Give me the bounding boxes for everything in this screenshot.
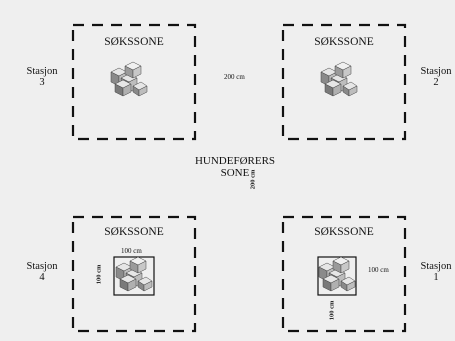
station-3-number: 3 (14, 77, 70, 88)
station-4-label: Stasjon 4 (14, 261, 70, 283)
zone-2-title: SØKSSONE (284, 36, 404, 48)
station-4-number: 4 (14, 272, 70, 283)
station-3-label: Stasjon 3 (14, 66, 70, 88)
cubes-icon (116, 257, 152, 291)
box1-width-dimension: 100 cm (368, 267, 389, 274)
handler-zone-line2: SONE (175, 168, 295, 180)
station-1-number: 1 (408, 272, 455, 283)
handler-zone-line1: HUNDEFØRERS (175, 156, 295, 168)
vertical-gap-dimension: 200 cm (250, 170, 257, 190)
station-1-label: Stasjon 1 (408, 261, 455, 283)
box4-width-dimension: 100 cm (121, 248, 142, 255)
cubes-icon (321, 62, 357, 96)
station-4-word: Stasjon (14, 261, 70, 272)
station-2-number: 2 (408, 77, 455, 88)
cubes-icon (319, 257, 355, 291)
cubes-icon (111, 62, 147, 96)
handler-zone-label: HUNDEFØRERS SONE (175, 156, 295, 179)
zone-1-title: SØKSSONE (284, 226, 404, 238)
horizontal-gap-dimension: 200 cm (224, 74, 245, 81)
station-2-label: Stasjon 2 (408, 66, 455, 88)
zone-3-title: SØKSSONE (74, 36, 194, 48)
box4-height-dimension: 100 cm (96, 265, 103, 285)
station-1-word: Stasjon (408, 261, 455, 272)
box1-height-dimension: 100 cm (329, 301, 336, 321)
zone-4-title: SØKSSONE (74, 226, 194, 238)
station-3-word: Stasjon (14, 66, 70, 77)
station-2-word: Stasjon (408, 66, 455, 77)
